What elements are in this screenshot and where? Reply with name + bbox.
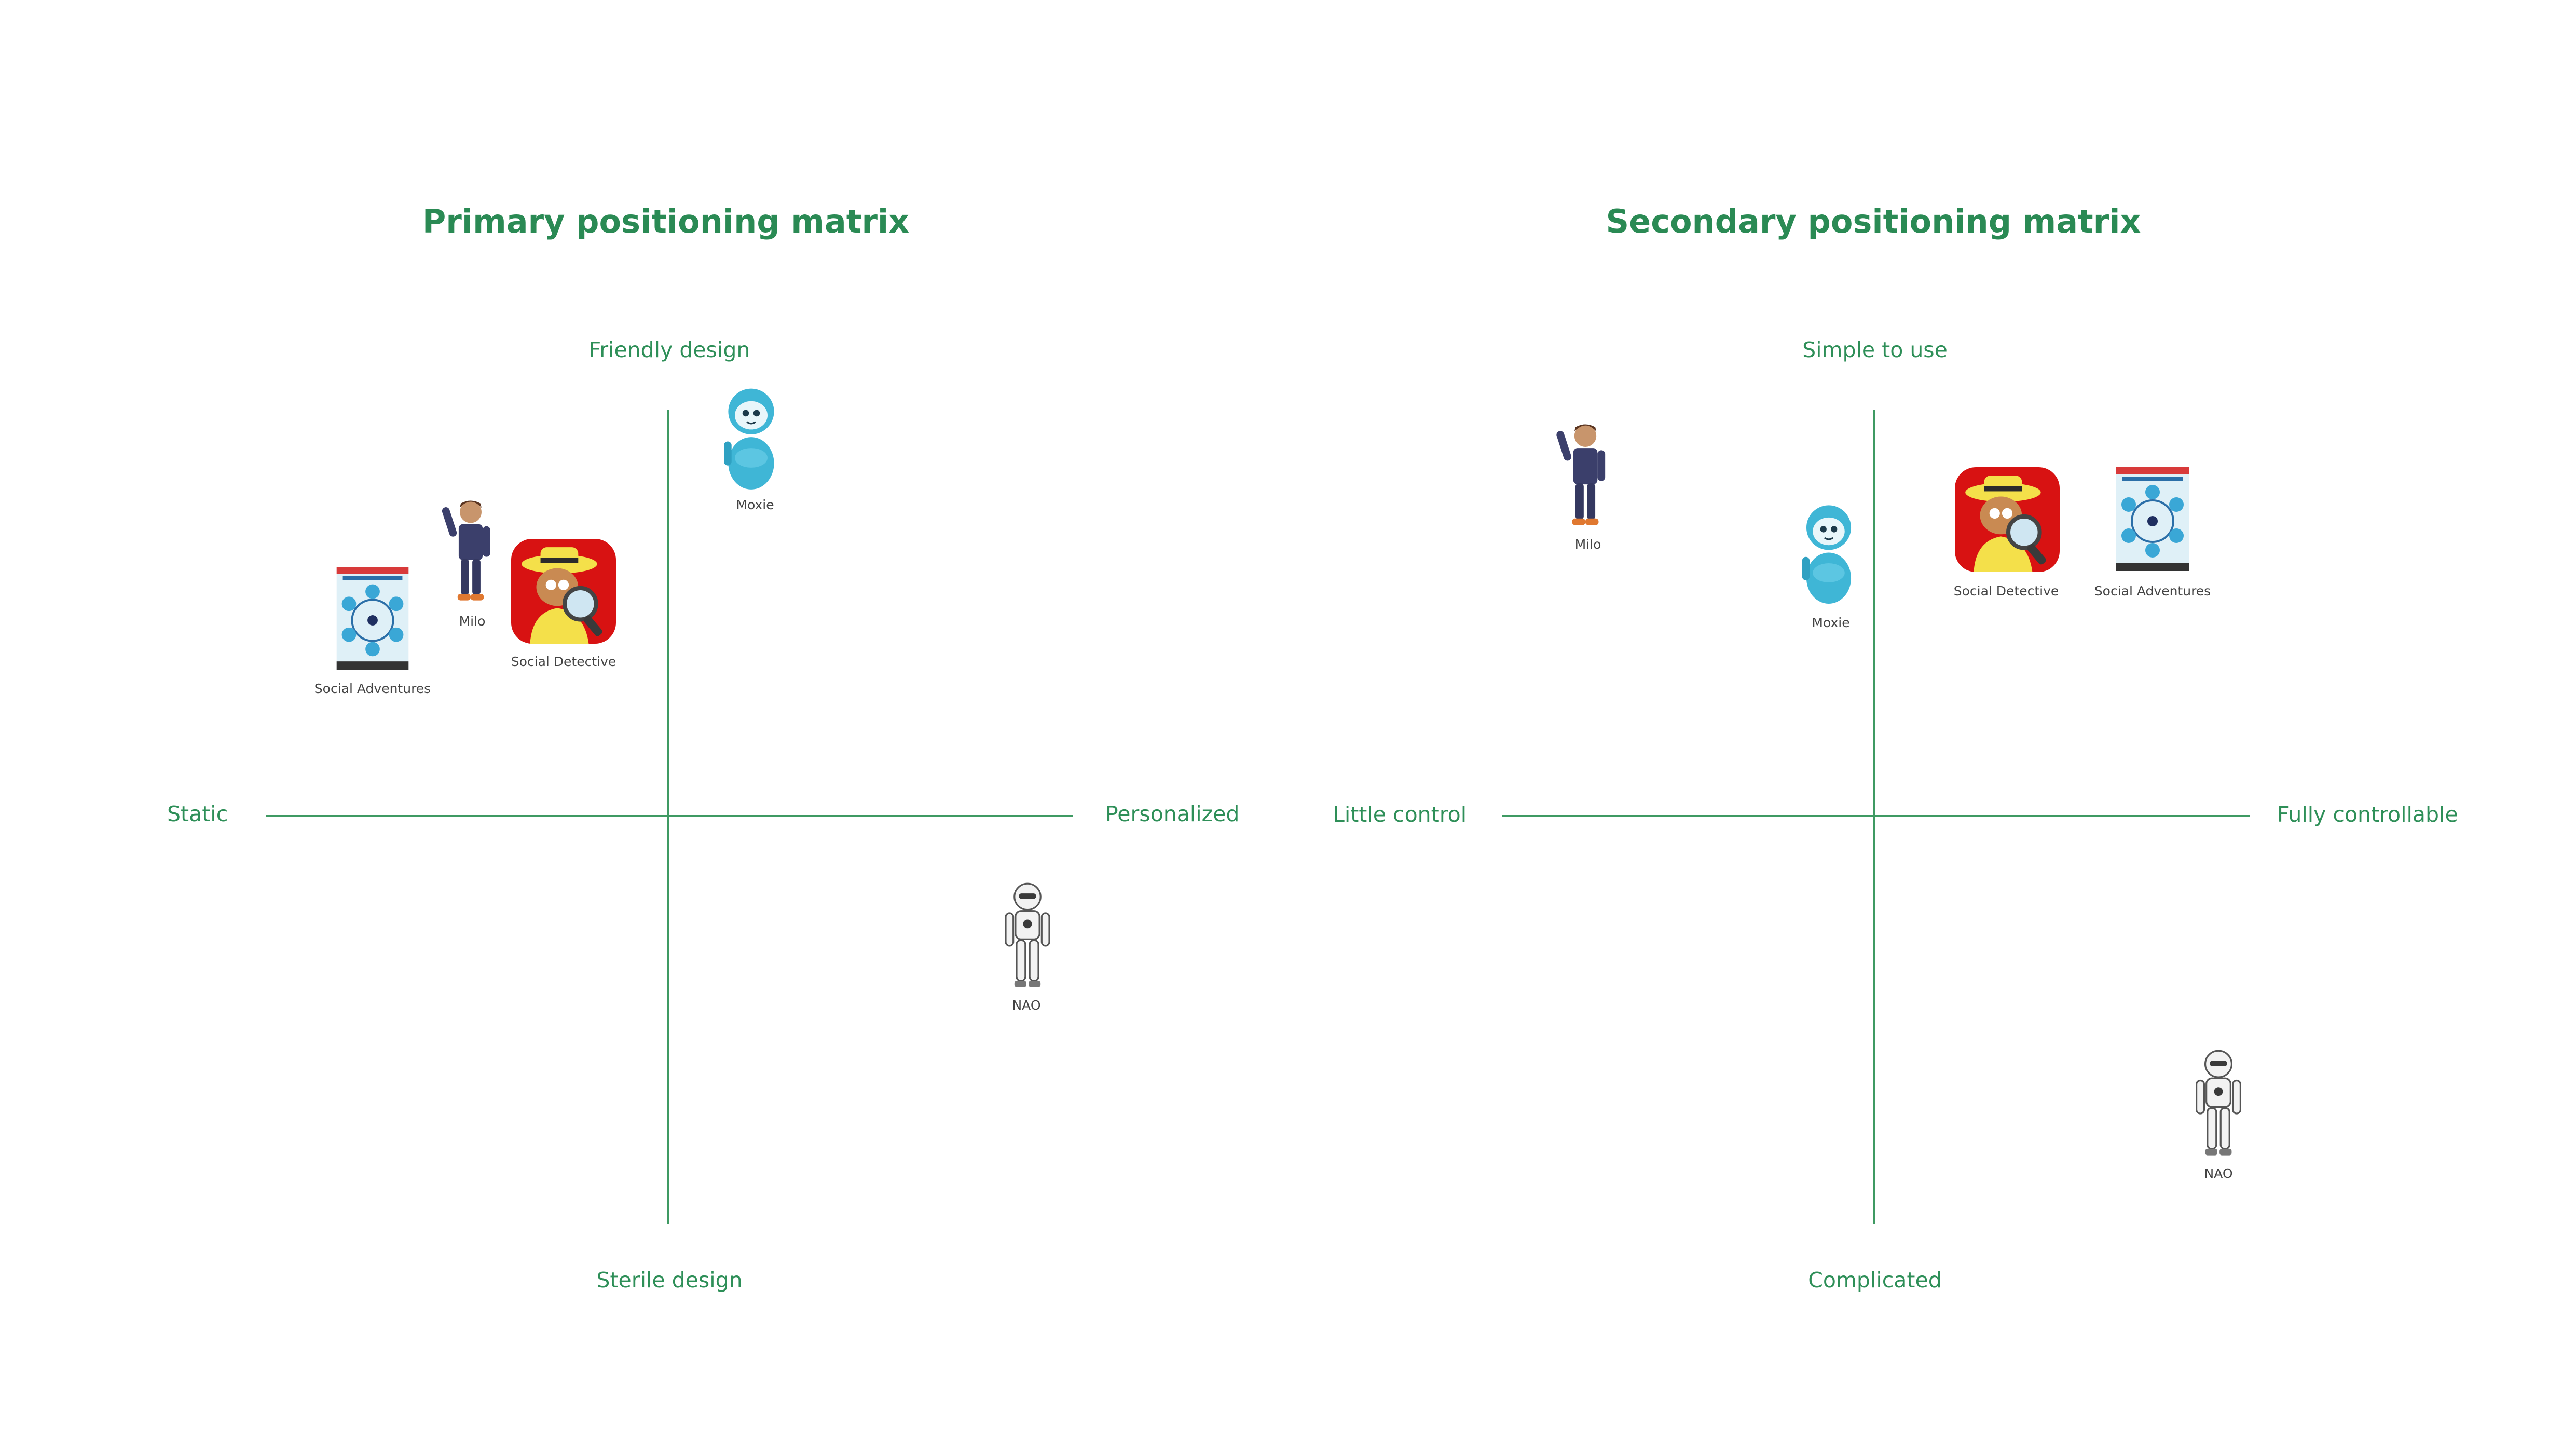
secondary-axis-left-label: Little control (1333, 802, 1467, 827)
primary-item-nao-label: NAO (1012, 998, 1041, 1013)
secondary-item-nao-label: NAO (2204, 1166, 2233, 1181)
secondary-axis-right-label: Fully controllable (2277, 802, 2458, 827)
primary-item-social-adventures (336, 567, 409, 670)
primary-axis-top-label: Friendly design (588, 337, 750, 362)
secondary-item-nao (2187, 1049, 2250, 1159)
social-adventures-app-icon (2116, 467, 2189, 571)
secondary-horizontal-axis (1502, 815, 2250, 817)
social-detective-app-icon (1955, 467, 2060, 572)
secondary-item-social-detective (1955, 467, 2060, 572)
primary-matrix-title: Primary positioning matrix (422, 202, 910, 240)
secondary-item-milo (1554, 419, 1616, 529)
secondary-item-moxie-label: Moxie (1812, 615, 1850, 630)
primary-axis-bottom-label: Sterile design (596, 1268, 743, 1293)
primary-horizontal-axis (266, 815, 1073, 817)
primary-item-social-detective-label: Social Detective (511, 654, 616, 669)
social-adventures-app-icon (336, 567, 409, 670)
primary-axis-right-label: Personalized (1105, 801, 1240, 826)
secondary-vertical-axis (1873, 410, 1875, 1224)
moxie-robot-icon (1800, 498, 1858, 605)
primary-item-moxie-label: Moxie (736, 497, 774, 512)
secondary-item-social-adventures-label: Social Adventures (2094, 583, 2211, 599)
secondary-axis-top-label: Simple to use (1802, 337, 1948, 362)
social-detective-app-icon (511, 539, 616, 644)
secondary-item-moxie (1800, 498, 1858, 605)
secondary-matrix-title: Secondary positioning matrix (1606, 202, 2141, 240)
nao-robot-icon (996, 881, 1059, 990)
primary-item-social-adventures-label: Social Adventures (314, 681, 431, 696)
primary-item-milo (442, 496, 499, 605)
secondary-axis-bottom-label: Complicated (1808, 1268, 1942, 1293)
moxie-robot-icon (721, 382, 781, 491)
primary-item-moxie (721, 382, 781, 491)
nao-robot-icon (2187, 1049, 2250, 1159)
secondary-item-social-detective-label: Social Detective (1953, 583, 2059, 599)
primary-vertical-axis (667, 410, 669, 1224)
primary-axis-left-label: Static (167, 801, 228, 826)
milo-robot-icon (442, 496, 499, 605)
milo-robot-icon (1554, 419, 1616, 529)
secondary-item-social-adventures (2116, 467, 2189, 571)
primary-item-milo-label: Milo (459, 614, 486, 629)
primary-item-nao (996, 881, 1059, 990)
secondary-item-milo-label: Milo (1574, 537, 1601, 552)
primary-item-social-detective (511, 539, 616, 644)
